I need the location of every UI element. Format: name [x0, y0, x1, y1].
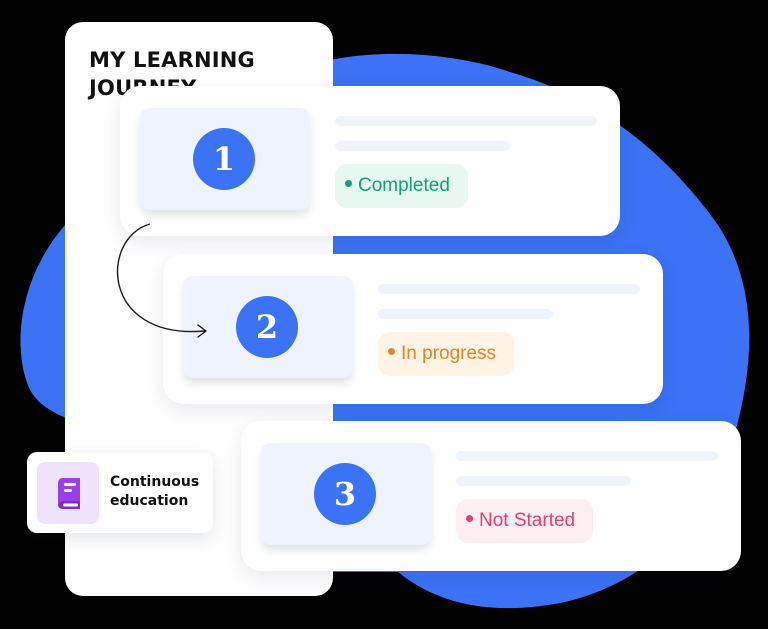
step-card-1[interactable]: 1 Completed	[120, 86, 620, 236]
continuous-education-label: Continuous education	[110, 474, 200, 509]
placeholder-line	[335, 116, 597, 126]
step-card-3[interactable]: 3 Not Started	[241, 421, 741, 571]
step-number-tile: 3	[261, 443, 431, 545]
placeholder-line	[456, 451, 718, 461]
status-dot	[388, 348, 395, 356]
step-card-2[interactable]: 2 In progress	[163, 254, 663, 404]
placeholder-line	[335, 141, 510, 151]
status-badge-in-progress: In progress	[378, 332, 515, 376]
status-label: Not Started	[479, 510, 576, 531]
step-number-tile: 1	[140, 108, 310, 210]
book-icon-tile	[37, 462, 99, 524]
status-badge-completed: Completed	[335, 164, 468, 208]
placeholder-line	[456, 476, 631, 486]
placeholder-line	[378, 309, 553, 319]
status-dot	[345, 180, 352, 188]
step-number-tile: 2	[183, 276, 353, 378]
status-label: Completed	[358, 175, 450, 196]
status-dot	[466, 515, 473, 523]
status-badge-not-started: Not Started	[456, 499, 594, 543]
book-icon	[58, 478, 80, 509]
step-number-badge: 3	[314, 463, 376, 525]
step-number-badge: 1	[193, 128, 255, 190]
step-number-badge: 2	[236, 296, 298, 358]
status-label: In progress	[401, 343, 497, 364]
continuous-education-card[interactable]: Continuous education	[27, 452, 213, 533]
placeholder-line	[378, 284, 640, 294]
